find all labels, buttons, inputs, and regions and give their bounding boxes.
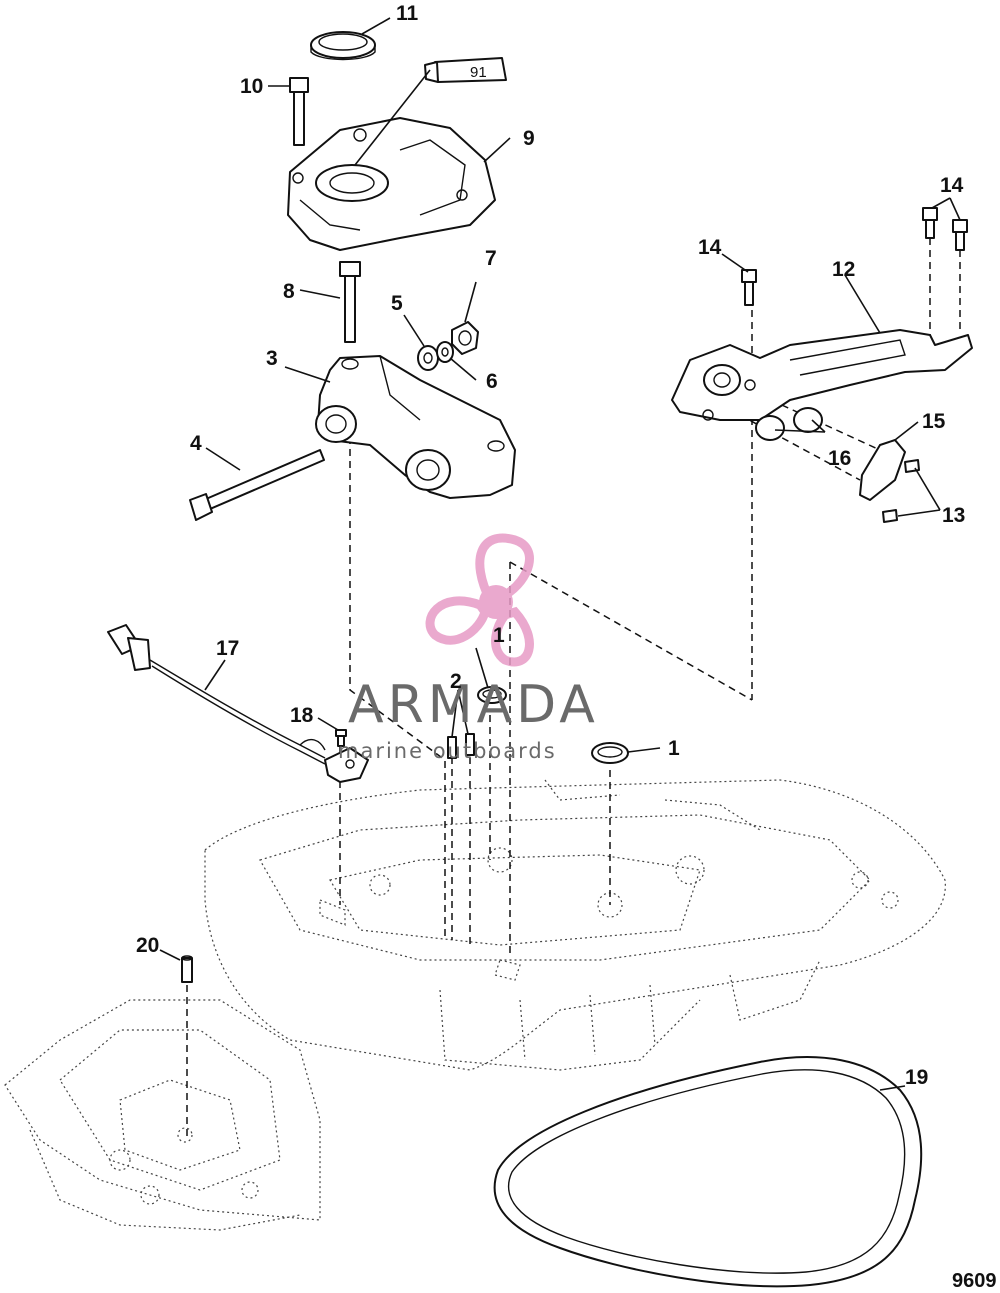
- callout-14b: 14: [940, 174, 964, 197]
- callout-3: 3: [266, 347, 278, 370]
- callout-6: 6: [486, 370, 498, 393]
- armada-watermark: ARMADA marine outboards: [338, 533, 599, 763]
- dowel-pin-part-2-a: [447, 736, 457, 759]
- callout-9: 9: [523, 127, 535, 150]
- propeller-logo-icon: [425, 533, 534, 667]
- sensor-harness-part-17: [107, 624, 369, 783]
- callout-4: 4: [190, 432, 202, 455]
- alignment-lines: [186, 238, 961, 1140]
- mount-bracket-part-3: [315, 355, 516, 499]
- callout-12: 12: [832, 258, 855, 281]
- callout-14a: 14: [698, 236, 722, 259]
- bolt-part-14-right-a: [922, 207, 938, 239]
- leader-lines: [159, 17, 961, 1091]
- pin-part-20: [181, 955, 193, 983]
- oil-seal-part-11: [310, 31, 376, 61]
- callout-5: 5: [391, 292, 403, 315]
- bolt-part-10: [289, 77, 309, 146]
- watermark-brand: ARMADA: [348, 675, 599, 735]
- callout-16: 16: [828, 447, 851, 470]
- callout-7: 7: [485, 247, 497, 270]
- bolt-part-14-left: [741, 269, 757, 306]
- callout-1a: 1: [493, 624, 505, 647]
- callout-19: 19: [905, 1066, 928, 1089]
- o-ring-part-1-a: [477, 686, 507, 704]
- callout-1b: 1: [668, 737, 680, 760]
- callout-20: 20: [136, 934, 159, 957]
- callout-8: 8: [283, 280, 295, 303]
- watermark-tagline: marine outboards: [338, 739, 557, 763]
- o-ring-part-1-b: [591, 742, 629, 764]
- housing-part-9: [287, 117, 496, 251]
- callout-2: 2: [450, 670, 462, 693]
- figure-number: 9609: [952, 1270, 997, 1292]
- callout-13: 13: [942, 504, 965, 527]
- sealant-tube: 91: [424, 57, 507, 83]
- nut-part-7: [451, 321, 479, 355]
- gasket-part-19: [493, 1056, 923, 1288]
- callout-18: 18: [290, 704, 314, 727]
- screw-part-18: [335, 729, 347, 747]
- callout-17: 17: [216, 637, 239, 660]
- bolt-part-14-right-b: [952, 219, 968, 251]
- adapter-plate: [204, 779, 946, 1071]
- callout-10: 10: [240, 75, 263, 98]
- washer-part-5: [417, 345, 439, 371]
- washer-part-6: [436, 341, 454, 363]
- bracket-arm-part-12: [671, 329, 973, 421]
- callout-11: 11: [396, 2, 419, 25]
- bushing-part-16-a: [755, 415, 785, 441]
- clip-part-15: [859, 439, 906, 501]
- bolt-part-8: [339, 261, 361, 343]
- callout-15: 15: [922, 410, 946, 433]
- bushing-part-16-b: [793, 407, 823, 433]
- dowel-pin-part-2-b: [465, 733, 475, 756]
- long-bolt-part-4: [189, 449, 325, 521]
- sealant-tube-label: 91: [470, 64, 487, 81]
- lower-unit-partial-view: [4, 999, 321, 1231]
- screw-part-13-b: [882, 509, 898, 523]
- callout-labels: 1 1 2 3 4 5 6 7 8 9 10 11 12 13 14 14 15…: [136, 2, 965, 1089]
